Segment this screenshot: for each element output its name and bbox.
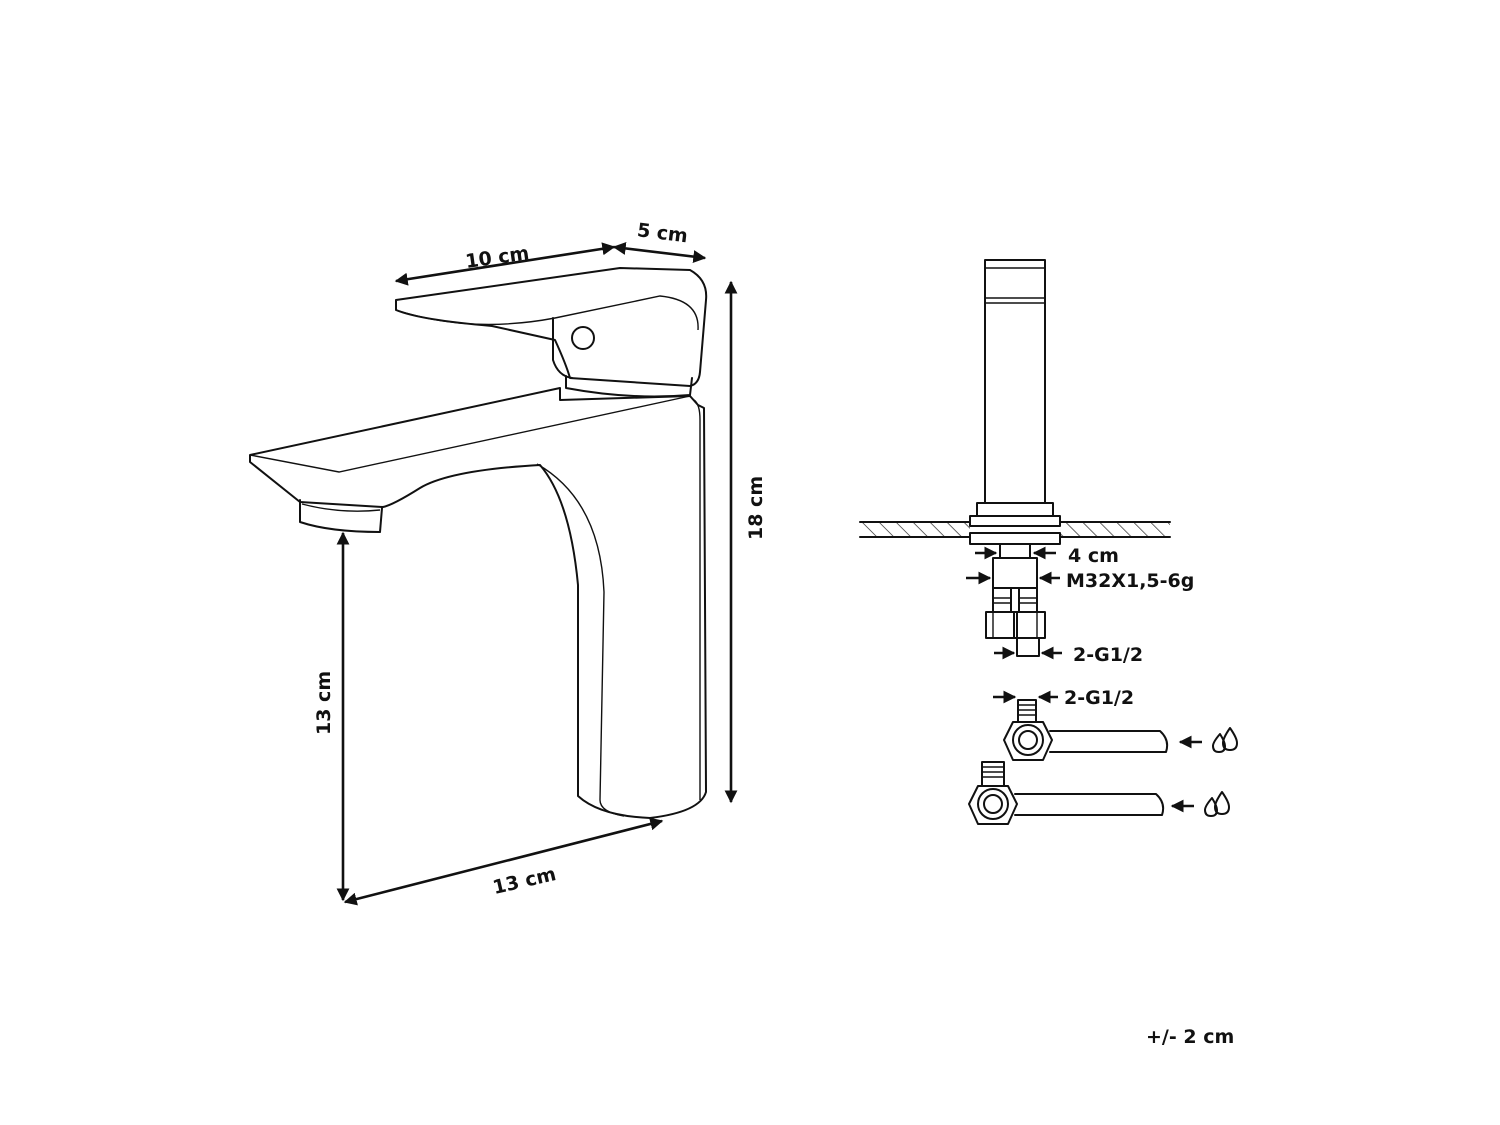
- faucet-aerator: [299, 499, 383, 533]
- faucet-handle-lever: [395, 267, 708, 387]
- label-handle-length: 10 cm: [464, 242, 531, 273]
- label-thread: M32X1,5-6g: [1066, 570, 1194, 592]
- hose-cold: [1018, 587, 1038, 613]
- dim-arrow-depth: [343, 817, 664, 906]
- handle-cartridge: [552, 317, 573, 379]
- label-shank-size: 4 cm: [1068, 545, 1119, 567]
- supply-valve-lower: [968, 785, 1018, 825]
- label-spout-height: 13 cm: [313, 671, 335, 735]
- label-total-height: 18 cm: [745, 476, 767, 540]
- installation-view: [859, 259, 1171, 825]
- label-tolerance: +/- 2 cm: [1146, 1026, 1234, 1048]
- supply-pipe-lower: [1014, 793, 1165, 816]
- mounting-washer: [969, 515, 1061, 527]
- faucet-side-view: [249, 267, 708, 819]
- hose-nut-hot: [985, 611, 1018, 639]
- water-drops-icon: [1212, 727, 1238, 753]
- supply-valve-upper: [1003, 721, 1053, 761]
- hose-nut-cold: [1013, 611, 1046, 639]
- label-depth: 13 cm: [491, 863, 558, 899]
- faucet-spout: [249, 387, 707, 819]
- faucet-body-front: [984, 259, 1046, 504]
- mounting-shank: [999, 543, 1031, 559]
- faucet-dimension-lines: [336, 241, 738, 906]
- dim-arrow-handle-width: [612, 241, 707, 264]
- label-supply-connector: 2-G1/2: [1064, 687, 1134, 709]
- water-drops-icon: [1204, 791, 1230, 817]
- dim-arrow-handle-length: [394, 242, 616, 286]
- hose-hot: [992, 587, 1012, 613]
- supply-thread-lower: [981, 761, 1005, 787]
- label-handle-width: 5 cm: [636, 219, 689, 247]
- handle-screw-cap: [571, 326, 595, 350]
- supply-thread-upper: [1017, 699, 1037, 723]
- supply-pipe-upper: [1049, 730, 1169, 753]
- connection-arrows: [966, 546, 1202, 813]
- label-hose-connector: 2-G1/2: [1073, 644, 1143, 666]
